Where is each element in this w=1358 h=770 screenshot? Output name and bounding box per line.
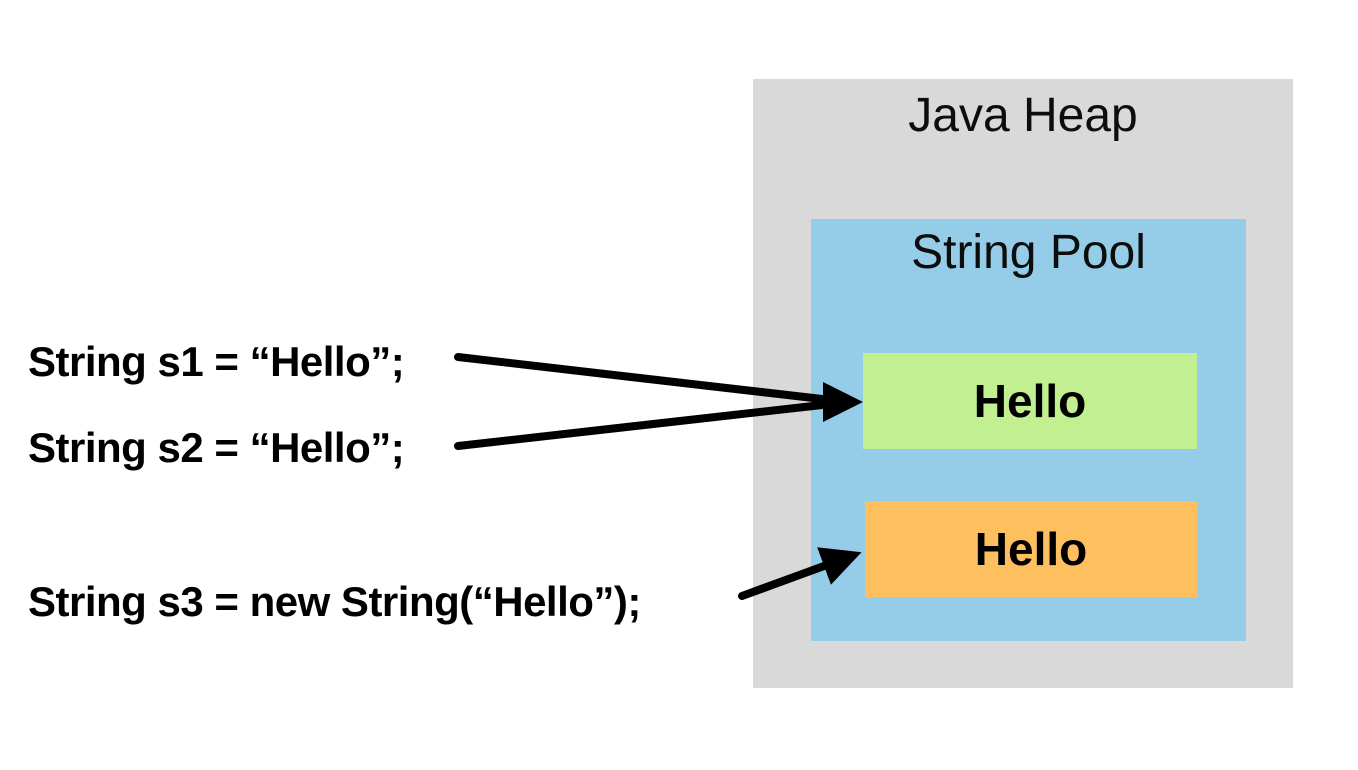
code-line-s2: String s2 = “Hello”; (28, 424, 405, 471)
new-string-object: Hello (865, 501, 1197, 597)
new-string-label: Hello (974, 523, 1088, 575)
pooled-string-object: Hello (863, 353, 1197, 449)
string-pool-title: String Pool (911, 226, 1146, 279)
code-line-s1: String s1 = “Hello”; (28, 338, 405, 385)
pooled-string-label: Hello (973, 375, 1087, 427)
code-line-s3: String s3 = new String(“Hello”); (28, 578, 641, 625)
string-pool-box: String Pool Hello Hello (811, 219, 1246, 641)
java-heap-title: Java Heap (908, 89, 1138, 142)
java-heap-box: Java Heap String Pool Hello Hello (753, 79, 1293, 688)
